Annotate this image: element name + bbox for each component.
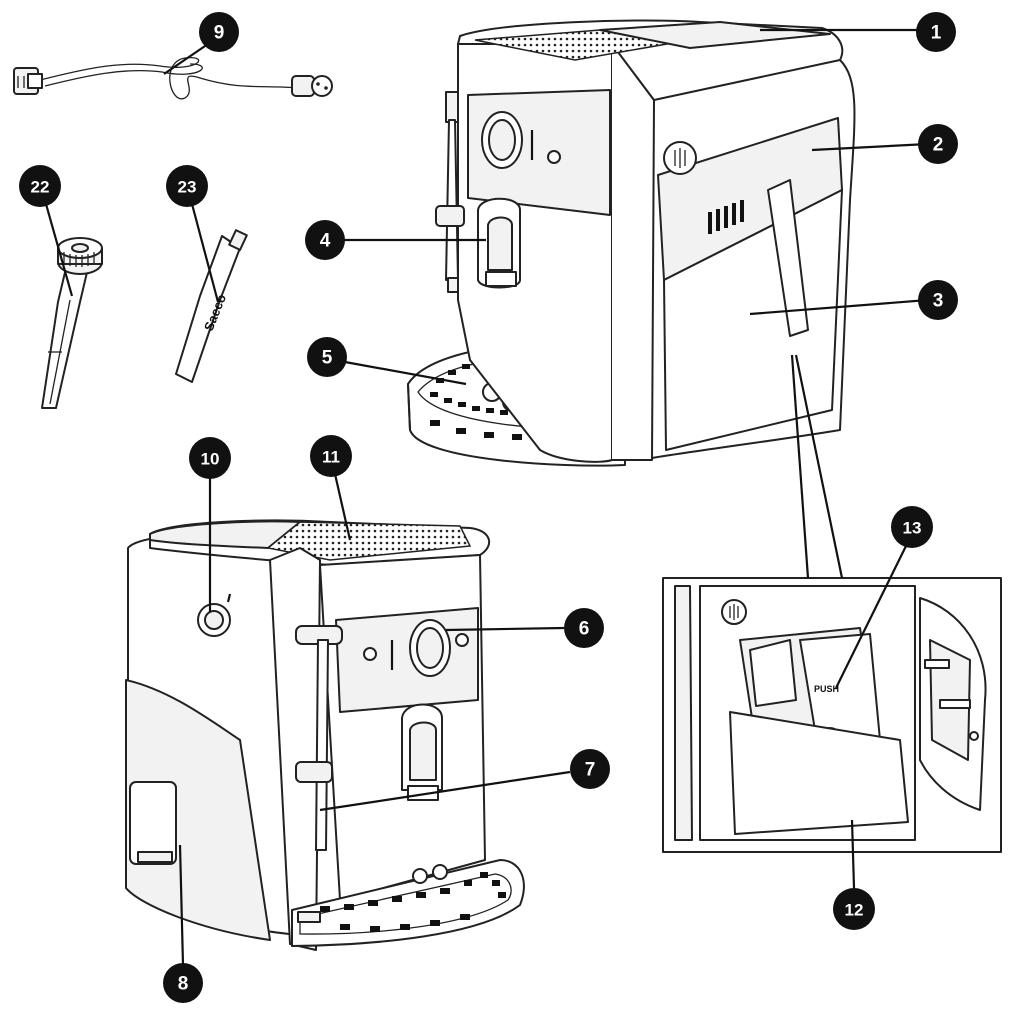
svg-text:23: 23 — [178, 178, 197, 197]
callout-1: 1 — [916, 12, 956, 52]
callout-12: 12 — [833, 888, 875, 930]
callout-13: 13 — [891, 506, 933, 548]
grease-tool — [41, 237, 103, 409]
inset-brew-group-detail: PUSH N — [662, 354, 1002, 853]
drip-tray-grille-rear — [320, 872, 506, 932]
callout-6: 6 — [564, 608, 604, 648]
callout-3: 3 — [918, 280, 958, 320]
callout-7: 7 — [570, 749, 610, 789]
svg-text:2: 2 — [933, 135, 944, 156]
svg-text:6: 6 — [579, 619, 590, 640]
svg-text:7: 7 — [585, 760, 596, 781]
svg-text:12: 12 — [845, 901, 864, 920]
svg-text:4: 4 — [320, 231, 331, 252]
inset-push-label: PUSH — [814, 684, 839, 694]
machine-front-view — [407, 19, 856, 467]
svg-text:11: 11 — [322, 448, 340, 467]
callout-9: 9 — [199, 12, 239, 52]
svg-text:1: 1 — [931, 23, 942, 44]
cord-connector-left — [13, 67, 43, 95]
callout-2: 2 — [918, 124, 958, 164]
grease-tube: Saeco — [175, 229, 248, 383]
svg-text:10: 10 — [201, 450, 220, 469]
svg-text:22: 22 — [31, 178, 50, 197]
svg-text:9: 9 — [214, 23, 225, 44]
callout-5: 5 — [307, 337, 347, 377]
cord-plug-right — [291, 75, 333, 97]
callout-4: 4 — [305, 220, 345, 260]
machine-rear-view — [125, 519, 525, 951]
svg-text:13: 13 — [903, 519, 922, 538]
svg-text:3: 3 — [933, 291, 944, 312]
svg-text:5: 5 — [322, 348, 333, 369]
svg-text:8: 8 — [178, 974, 189, 995]
callout-10: 10 — [189, 437, 231, 479]
leader-lines — [44, 28, 929, 966]
callout-22: 22 — [19, 165, 61, 207]
callout-23: 23 — [166, 165, 208, 207]
side-vents — [708, 200, 744, 234]
callout-11: 11 — [310, 435, 352, 477]
power-cord — [13, 57, 333, 100]
callout-8: 8 — [163, 963, 203, 1003]
